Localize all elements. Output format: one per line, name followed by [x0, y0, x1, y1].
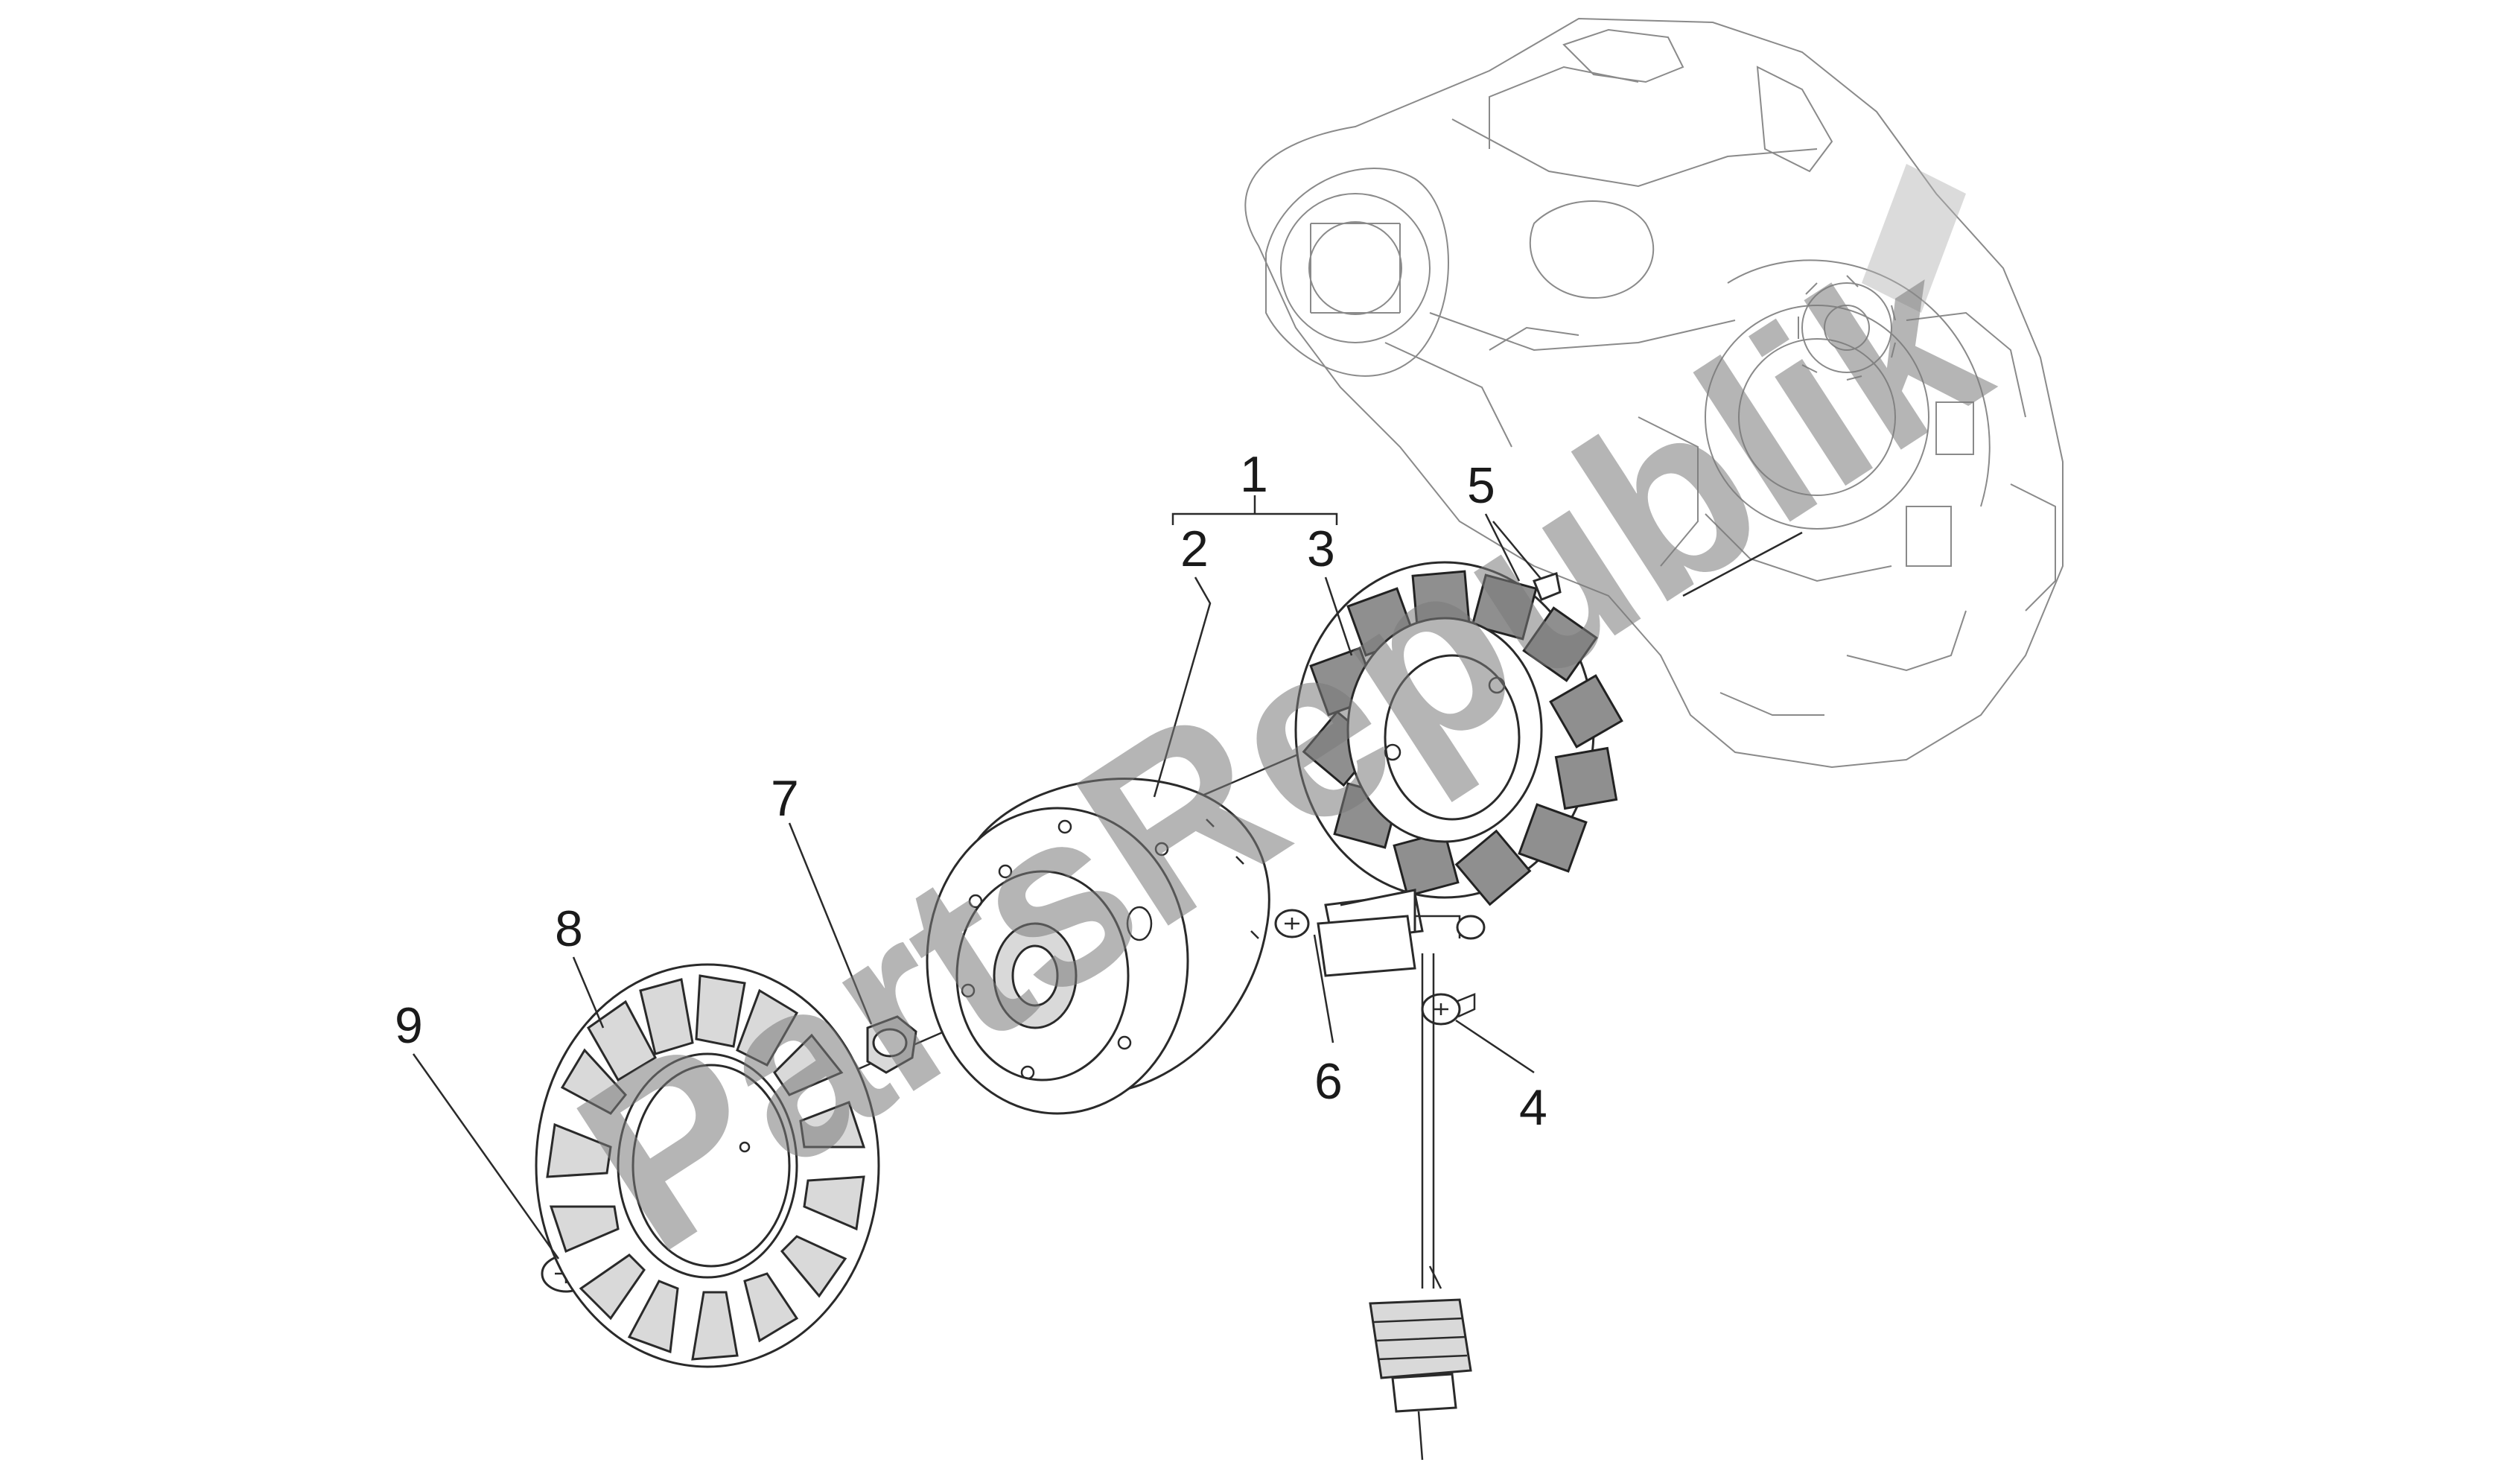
label-part-9: 9 — [395, 997, 423, 1054]
cooling-fan-part-8 — [535, 963, 880, 1368]
pickup-sensor-part-6 — [1274, 889, 1486, 977]
screw-part-5 — [1492, 521, 1562, 601]
label-part-4: 4 — [1519, 1079, 1547, 1136]
part-labels: 1 2 3 5 7 8 9 6 4 — [395, 446, 1547, 1136]
crankcase-housing — [1244, 17, 2064, 769]
gear-icon — [1798, 275, 1896, 381]
label-part-8: 8 — [555, 900, 583, 957]
label-part-5: 5 — [1467, 457, 1495, 514]
label-part-1: 1 — [1240, 446, 1268, 503]
nut-part-7 — [866, 1015, 917, 1074]
screw-part-4 — [1421, 993, 1476, 1026]
wire-and-connector — [1369, 953, 1472, 1461]
watermark-text: PartsRepublik — [534, 199, 2029, 1303]
label-part-3: 3 — [1307, 521, 1335, 577]
watermark: PartsRepublik — [534, 199, 2029, 1303]
label-part-7: 7 — [771, 770, 799, 827]
label-part-6: 6 — [1314, 1053, 1343, 1110]
flywheel-rotor-part-2 — [926, 778, 1270, 1115]
leader-lines — [412, 495, 1535, 1259]
label-part-2: 2 — [1180, 521, 1209, 577]
stator-part-3 — [1294, 561, 1623, 906]
